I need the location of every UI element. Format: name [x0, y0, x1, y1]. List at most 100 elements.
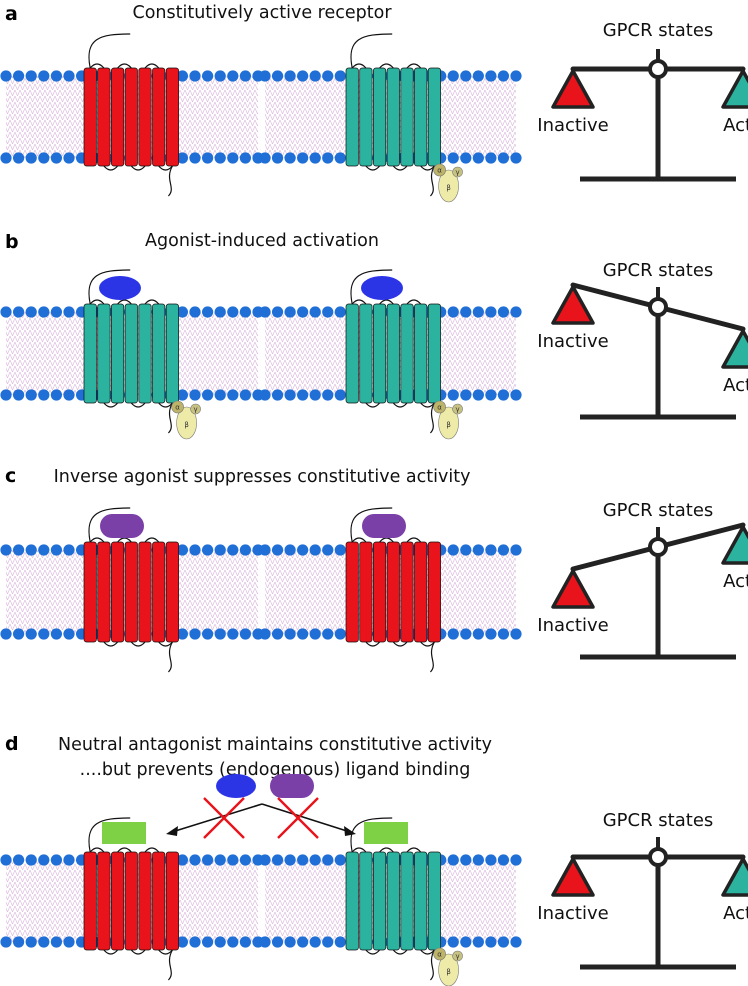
transmembrane-helix — [427, 303, 441, 404]
phospholipid-head — [227, 628, 239, 640]
phospholipid-head — [297, 70, 309, 82]
phospholipid-head — [447, 544, 459, 556]
g-protein: αβγ — [433, 400, 463, 440]
phospholipid-head — [0, 152, 12, 164]
phospholipid-head — [284, 152, 296, 164]
phospholipid-head — [214, 306, 226, 318]
g-beta-subunit — [438, 953, 459, 986]
helix-loop — [130, 402, 146, 408]
phospholipid-head — [25, 854, 37, 866]
phospholipid-head — [259, 389, 271, 401]
helix-loop — [392, 641, 408, 647]
scale-pivot — [648, 537, 668, 557]
phospholipid-head — [25, 70, 37, 82]
phospholipid-head — [284, 389, 296, 401]
transmembrane-helix — [414, 67, 428, 167]
c-terminus — [167, 165, 173, 197]
phospholipid-head — [309, 152, 321, 164]
transmembrane-helix — [165, 851, 179, 951]
transmembrane-helix — [111, 541, 125, 643]
phospholipid-head — [447, 936, 459, 948]
transmembrane-helix — [359, 851, 373, 951]
helix-loop — [117, 537, 132, 543]
active-label: Active — [723, 375, 748, 396]
phospholipid-head — [239, 306, 251, 318]
active-weight — [721, 69, 748, 109]
phospholipid-head — [189, 854, 201, 866]
phospholipid-head — [322, 306, 334, 318]
agonist-ligand — [361, 276, 403, 300]
phospholipid-head — [176, 306, 188, 318]
phospholipid-head — [497, 628, 510, 640]
arrowhead — [166, 826, 178, 836]
phospholipid-head — [271, 306, 284, 318]
transmembrane-helix — [111, 851, 125, 951]
receptor-active: αβγ — [345, 817, 463, 986]
phospholipid-head — [297, 152, 309, 164]
alpha-label: α — [437, 404, 442, 412]
n-terminus — [88, 269, 131, 305]
helix-loop — [89, 537, 105, 543]
transmembrane-helix — [386, 303, 400, 404]
helix-loop — [117, 299, 132, 305]
transmembrane-helix — [400, 541, 414, 643]
transmembrane-helix — [97, 851, 111, 951]
inactive-weight — [551, 285, 595, 325]
phospholipid-head — [0, 936, 12, 948]
panel-label: a — [5, 3, 18, 25]
block-cross-left — [203, 797, 245, 839]
phospholipid-head — [485, 389, 497, 401]
antagonist-ligand — [102, 822, 146, 844]
beta-label: β — [446, 421, 450, 429]
panel-b: b Agonist-induced activation αβγ αβγ GPC… — [0, 231, 748, 440]
helix-loop — [406, 63, 422, 69]
phospholipid-head — [472, 306, 484, 318]
transmembrane-helix — [386, 541, 400, 643]
transmembrane-helix — [373, 851, 387, 951]
panel-title: Constitutively active receptor — [132, 3, 392, 23]
phospholipid-head — [472, 544, 484, 556]
c-terminus — [167, 949, 173, 981]
receptor-inactive — [83, 817, 179, 981]
transmembrane-helix — [152, 303, 166, 404]
transmembrane-helix — [138, 303, 152, 404]
panel-c: c Inverse agonist suppresses constitutiv… — [0, 465, 748, 673]
phospholipid-head — [63, 936, 75, 948]
transmembrane-helix — [111, 303, 125, 404]
helix-loop — [117, 847, 132, 853]
active-label: Active — [723, 571, 748, 592]
transmembrane-helix — [124, 851, 138, 951]
helix-loop — [406, 847, 422, 853]
transmembrane-helix — [83, 303, 97, 404]
phospholipid-head — [322, 70, 334, 82]
g-protein: αβγ — [171, 400, 201, 440]
phospholipid-head — [334, 152, 346, 164]
phospholipid-head — [38, 628, 50, 640]
phospholipid-head — [13, 389, 25, 401]
phospholipid-head — [25, 628, 37, 640]
phospholipid-head — [38, 389, 50, 401]
helix-loop — [379, 847, 394, 853]
scale-pivot — [648, 59, 668, 79]
phospholipid-head — [214, 628, 226, 640]
phospholipid-head — [50, 628, 63, 640]
phospholipid-head — [271, 854, 284, 866]
phospholipid-head — [297, 628, 309, 640]
g-beta-subunit — [438, 406, 459, 440]
g-alpha-subunit — [433, 163, 446, 177]
transmembrane-helix — [97, 67, 111, 167]
panel-a: a Constitutively active receptor αβγ GPC… — [0, 3, 748, 203]
phospholipid-head — [259, 70, 271, 82]
phospholipid-head — [284, 70, 296, 82]
scale-title: GPCR states — [603, 20, 714, 41]
transmembrane-helix — [83, 541, 97, 643]
phospholipid-head — [510, 70, 522, 82]
transmembrane-helix — [386, 67, 400, 167]
transmembrane-helix — [152, 67, 166, 167]
helix-loop — [89, 847, 105, 853]
phospholipid-head — [460, 152, 472, 164]
g-protein: αβγ — [433, 947, 463, 986]
antagonist-ligand — [364, 822, 408, 844]
phospholipid-head — [176, 152, 188, 164]
phospholipid-head — [214, 152, 226, 164]
